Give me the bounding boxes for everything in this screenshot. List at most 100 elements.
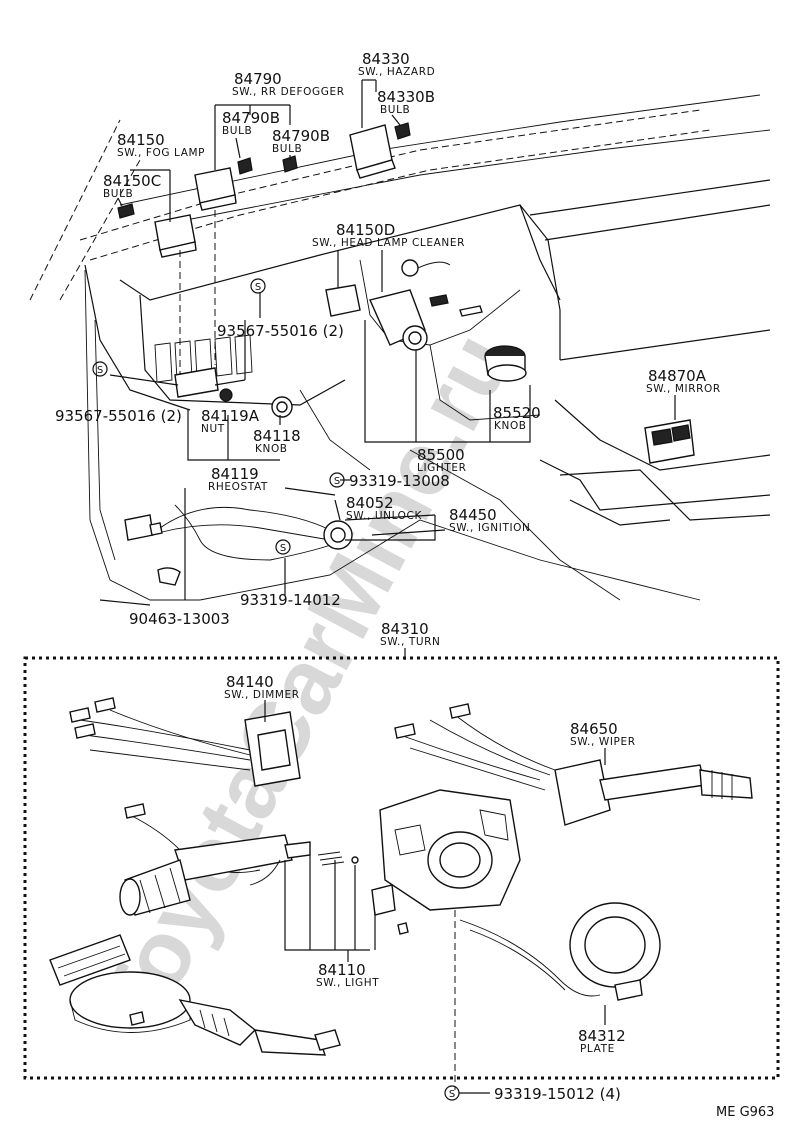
screw-symbol-3: S xyxy=(329,472,345,488)
svg-text:84450: 84450 xyxy=(449,506,497,524)
svg-text:84312: 84312 xyxy=(578,1027,626,1045)
svg-text:BULB: BULB xyxy=(222,125,252,137)
screw-symbol-5: S xyxy=(444,1085,460,1101)
callout-84119a: 84119A NUT xyxy=(201,407,260,435)
callout-84870a: 84870A SW., MIRROR xyxy=(646,367,721,395)
turn-switch-group-box xyxy=(23,656,780,1080)
svg-text:SW., WIPER: SW., WIPER xyxy=(570,736,636,748)
svg-text:S: S xyxy=(255,282,261,293)
svg-text:93319-15012 (4): 93319-15012 (4) xyxy=(494,1085,621,1103)
svg-text:NUT: NUT xyxy=(201,423,225,435)
callout-84118: 84118 KNOB xyxy=(253,427,301,455)
callout-84790b-1: 84790B BULB xyxy=(222,109,280,137)
plate-part xyxy=(459,902,661,1001)
svg-text:84118: 84118 xyxy=(253,427,301,445)
callout-84150d: 84150D SW., HEAD LAMP CLEANER xyxy=(312,221,465,249)
svg-text:84110: 84110 xyxy=(318,961,366,979)
callout-84330: 84330 SW., HAZARD xyxy=(358,50,435,78)
svg-text:S: S xyxy=(280,543,286,554)
svg-text:84310: 84310 xyxy=(381,620,429,638)
callout-84310: 84310 SW., TURN xyxy=(380,620,441,648)
callout-93319-13008: 93319-13008 xyxy=(349,472,450,490)
svg-text:84150C: 84150C xyxy=(103,172,161,190)
watermark-text: ToyotaCarMine.ru xyxy=(78,317,532,1049)
svg-text:93567-55016 (2): 93567-55016 (2) xyxy=(217,322,344,340)
svg-text:BULB: BULB xyxy=(380,104,410,116)
svg-text:84790B: 84790B xyxy=(222,109,280,127)
svg-text:KNOB: KNOB xyxy=(494,420,527,432)
svg-text:93319-13008: 93319-13008 xyxy=(349,472,450,490)
svg-text:SW., MIRROR: SW., MIRROR xyxy=(646,383,721,395)
svg-text:93319-14012: 93319-14012 xyxy=(240,591,341,609)
unlock-wiring-part xyxy=(124,504,353,586)
svg-text:RHEOSTAT: RHEOSTAT xyxy=(208,481,268,493)
callout-84650: 84650 SW., WIPER xyxy=(570,720,636,748)
fog-lamp-switch-part xyxy=(117,203,197,258)
svg-text:84790B: 84790B xyxy=(272,127,330,145)
svg-text:85520: 85520 xyxy=(493,404,541,422)
callout-90463-13003: 90463-13003 xyxy=(129,610,230,628)
svg-text:84140: 84140 xyxy=(226,673,274,691)
callout-93319-15012: 93319-15012 (4) xyxy=(459,1085,621,1103)
callout-84790: 84790 SW., RR DEFOGGER xyxy=(232,70,345,98)
lighter-part xyxy=(484,345,527,382)
rheostat-cluster-part xyxy=(174,367,293,418)
callout-84312: 84312 PLATE xyxy=(578,1027,626,1055)
callout-85520: 85520 KNOB xyxy=(493,404,541,432)
svg-text:BULB: BULB xyxy=(272,143,302,155)
top-leader-lines xyxy=(99,79,676,660)
svg-text:90463-13003: 90463-13003 xyxy=(129,610,230,628)
rr-defogger-switch-part xyxy=(194,155,298,211)
svg-text:SW., UNLOCK: SW., UNLOCK xyxy=(346,510,422,522)
light-switch-lower-part xyxy=(49,934,341,1056)
hazard-switch-part xyxy=(349,122,411,179)
wiper-switch-part xyxy=(394,703,753,826)
combination-switch-body-part xyxy=(371,789,521,935)
svg-text:84119: 84119 xyxy=(211,465,259,483)
svg-text:SW., LIGHT: SW., LIGHT xyxy=(316,977,379,989)
callout-84330b: 84330B BULB xyxy=(377,88,435,116)
svg-text:SW., RR DEFOGGER: SW., RR DEFOGGER xyxy=(232,86,345,98)
svg-text:S: S xyxy=(449,1089,455,1100)
callout-84140: 84140 SW., DIMMER xyxy=(224,673,300,701)
svg-text:84330: 84330 xyxy=(362,50,410,68)
callout-93567-55016-b: 93567-55016 (2) xyxy=(55,407,182,425)
svg-text:84150D: 84150D xyxy=(336,221,395,239)
callout-93567-55016-a: 93567-55016 (2) xyxy=(217,322,344,340)
ignition-cluster-part xyxy=(369,289,483,351)
svg-text:84650: 84650 xyxy=(570,720,618,738)
svg-text:84870A: 84870A xyxy=(648,367,707,385)
screw-symbol-4: S xyxy=(275,539,291,555)
dashboard-outline xyxy=(29,94,771,601)
svg-text:BULB: BULB xyxy=(103,188,133,200)
svg-text:LIGHTER: LIGHTER xyxy=(417,462,467,474)
svg-text:84330B: 84330B xyxy=(377,88,435,106)
svg-text:85500: 85500 xyxy=(417,446,465,464)
svg-text:SW., HEAD LAMP CLEANER: SW., HEAD LAMP CLEANER xyxy=(312,237,465,249)
light-switch-part xyxy=(119,803,359,916)
svg-text:SW., HAZARD: SW., HAZARD xyxy=(358,66,435,78)
svg-text:84790: 84790 xyxy=(234,70,282,88)
callout-93319-14012: 93319-14012 xyxy=(240,591,341,609)
svg-text:S: S xyxy=(334,476,340,487)
callout-84052: 84052 SW., UNLOCK xyxy=(346,494,422,522)
callout-84119: 84119 RHEOSTAT xyxy=(208,465,268,493)
dimmer-switch-part xyxy=(69,697,301,787)
head-lamp-cleaner-switch-part xyxy=(325,259,451,317)
svg-text:SW., TURN: SW., TURN xyxy=(380,636,441,648)
svg-text:93567-55016 (2): 93567-55016 (2) xyxy=(55,407,182,425)
svg-text:S: S xyxy=(97,365,103,376)
turn-box-leader-lines xyxy=(264,700,606,1090)
svg-text:PLATE: PLATE xyxy=(580,1043,615,1055)
callout-84790b-2: 84790B BULB xyxy=(272,127,330,155)
diagram-code: ME G963 xyxy=(716,1105,774,1120)
svg-text:84119A: 84119A xyxy=(201,407,260,425)
callout-84150c: 84150C BULB xyxy=(103,172,161,200)
callout-84150: 84150 SW., FOG LAMP xyxy=(117,131,205,159)
callout-84450: 84450 SW., IGNITION xyxy=(449,506,530,534)
svg-text:SW., DIMMER: SW., DIMMER xyxy=(224,689,300,701)
callout-85500: 85500 LIGHTER xyxy=(417,446,467,474)
screw-symbol-1: S xyxy=(250,278,266,294)
svg-text:84150: 84150 xyxy=(117,131,165,149)
